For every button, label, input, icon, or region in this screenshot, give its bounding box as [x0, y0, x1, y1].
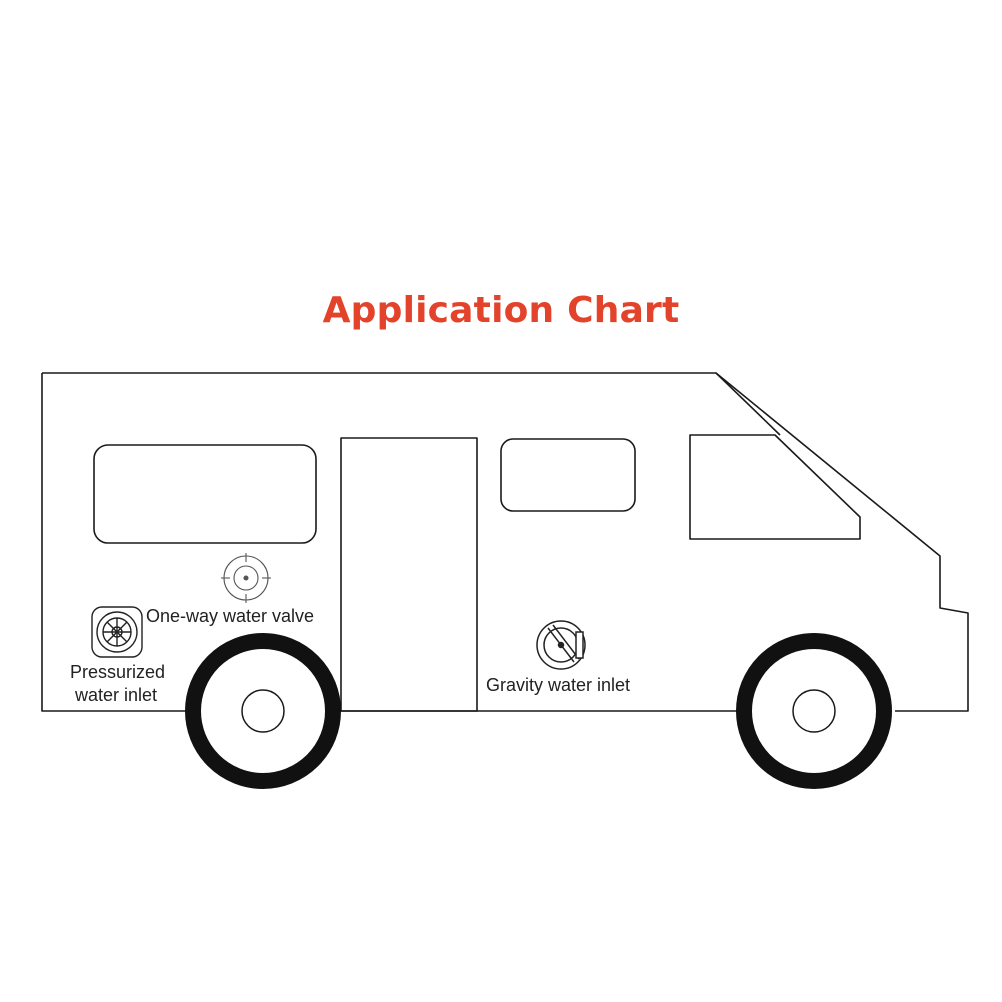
rear-wheel — [185, 633, 341, 789]
windshield-line — [715, 372, 781, 436]
cab-window — [689, 434, 861, 540]
one-way-valve-label: One-way water valve — [146, 606, 314, 626]
side-window-middle — [500, 438, 636, 512]
side-door — [340, 437, 478, 712]
pressurized-water-inlet-icon — [91, 606, 143, 658]
pressurized-label-line1: Pressurized — [70, 662, 165, 682]
side-window-left — [93, 444, 317, 544]
gravity-water-inlet-icon — [536, 620, 586, 670]
front-wheel — [736, 633, 892, 789]
one-way-water-valve-icon — [221, 553, 271, 603]
diagram-title: Application Chart — [322, 290, 680, 331]
gravity-inlet-label: Gravity water inlet — [486, 675, 630, 695]
pressurized-label-line2: water inlet — [74, 685, 157, 705]
